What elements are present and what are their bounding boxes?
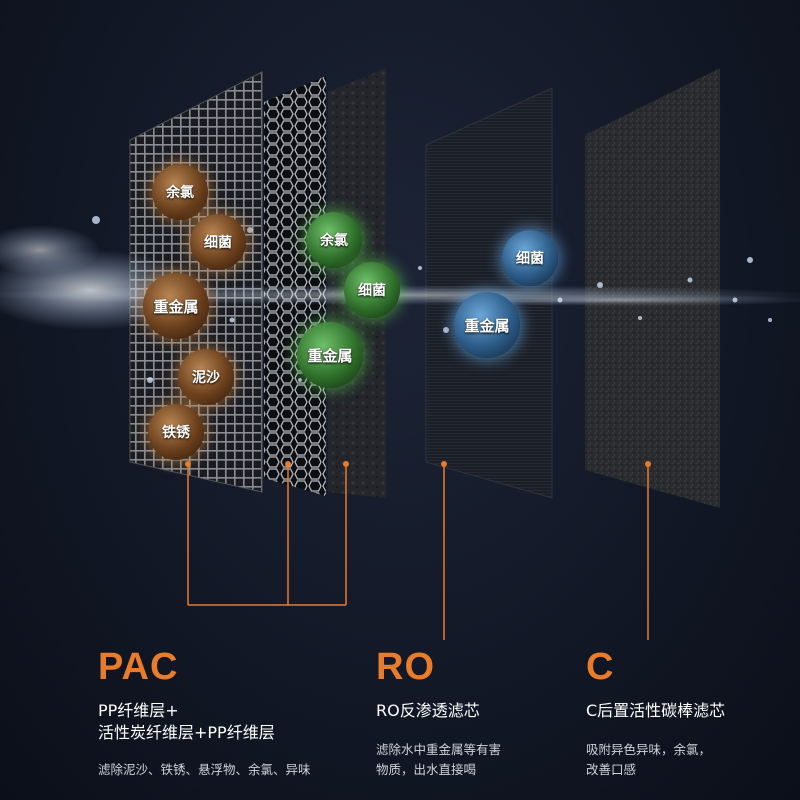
c-layer-name: C	[586, 646, 615, 688]
contaminant-bubble-heavy-metal: 重金属	[143, 273, 209, 339]
pac-layer-title-line2: 活性炭纤维层+PP纤维层	[98, 723, 275, 742]
c-layer-title: C后置活性碳棒滤芯	[586, 701, 726, 720]
c-layer-description-line2: 改善口感	[586, 762, 637, 777]
ro-layer-name: RO	[376, 646, 435, 688]
connector-dots	[185, 461, 651, 467]
pac-layer-title: PP纤维层+	[98, 701, 179, 720]
contaminant-bubble-chlorine: 余氯	[152, 164, 208, 220]
contaminant-bubble-heavy-metal: 重金属	[454, 292, 520, 358]
contaminant-bubble-sediment: 泥沙	[178, 349, 234, 405]
contaminant-bubble-chlorine: 余氯	[306, 212, 362, 268]
connector-lines	[187, 464, 649, 640]
pac-layer-name: PAC	[98, 646, 179, 688]
contaminant-bubble-heavy-metal: 重金属	[297, 322, 363, 388]
pac-layer-description: 滤除泥沙、铁锈、悬浮物、余氯、异味	[98, 762, 311, 777]
contaminant-bubble-bacteria: 细菌	[502, 230, 558, 286]
contaminant-bubble-rust: 铁锈	[148, 404, 204, 460]
ro-layer-description-line2: 物质，出水直接喝	[376, 762, 477, 777]
contaminant-bubble-bacteria: 细菌	[190, 214, 246, 270]
ro-layer-description: 滤除水中重金属等有害	[376, 742, 502, 757]
c-layer-description: 吸附异色异味，余氯，	[586, 742, 712, 757]
water-splash	[0, 225, 100, 275]
water-stream	[420, 294, 800, 306]
ro-layer-title: RO反渗透滤芯	[376, 701, 480, 720]
contaminant-bubble-bacteria: 细菌	[344, 262, 400, 318]
